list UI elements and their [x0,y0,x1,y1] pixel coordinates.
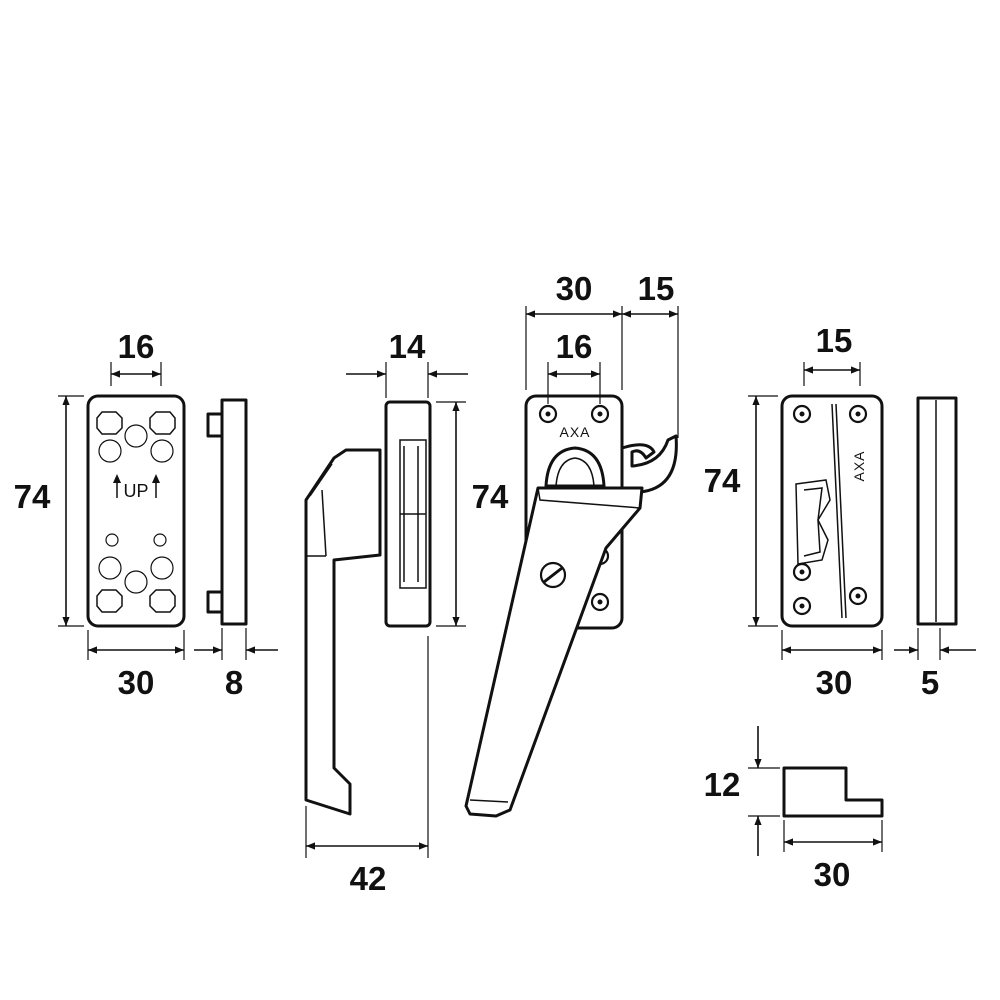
dim-handle-base-depth: 14 [389,328,426,365]
handle-lever-profile [304,448,382,816]
keeper-side [916,396,958,626]
screw-icon [590,404,610,424]
handle-lever-front [464,486,644,818]
dim-keeper-hole-spacing: 15 [816,322,853,359]
wedge-spacer [782,766,884,818]
backplate-slot [149,411,176,435]
dim-handle-hole-spacing: 16 [556,328,593,365]
dim-hook-projection: 15 [638,270,675,307]
dim-backplate-height: 74 [14,478,51,515]
dimension-lines [58,306,976,858]
handle-brand: AXA [559,424,590,440]
screw-icon [848,586,868,606]
dim-backplate-width: 30 [118,664,155,701]
keeper-spring-clip [795,479,831,565]
up-label: UP [123,481,148,501]
dim-keeper-width: 30 [816,664,853,701]
screw-icon [792,596,812,616]
dim-handle-front-width: 30 [556,270,593,307]
dimension-labels: 16 74 30 8 14 74 42 30 15 16 15 74 30 5 … [14,270,940,897]
handle-front: AXA [464,394,678,818]
handle-hook [620,434,678,494]
screw-icon [538,404,558,424]
dim-backplate-hole-spacing: 16 [118,328,155,365]
screw-icon [792,404,812,424]
dim-wedge-height: 12 [704,766,741,803]
dim-handle-height: 74 [472,478,509,515]
dim-keeper-depth: 5 [921,664,939,701]
dim-handle-length: 42 [350,860,387,897]
dim-backplate-depth: 8 [225,664,243,701]
screw-icon [590,592,610,612]
backplate-slot [96,411,123,435]
pivot-screw-icon [539,561,567,589]
backplate-side [206,398,248,626]
backplate-slot [149,589,176,613]
screw-icon [848,404,868,424]
backplate-slot [96,589,123,613]
backplate-front: UP [86,394,186,628]
dim-wedge-width: 30 [814,856,851,893]
handle-side [304,400,432,816]
up-arrow-icon [113,474,160,498]
screw-icon [792,562,812,582]
keeper-brand: AXA [851,450,867,481]
keeper-front: AXA [780,394,884,628]
dim-keeper-height: 74 [704,462,741,499]
